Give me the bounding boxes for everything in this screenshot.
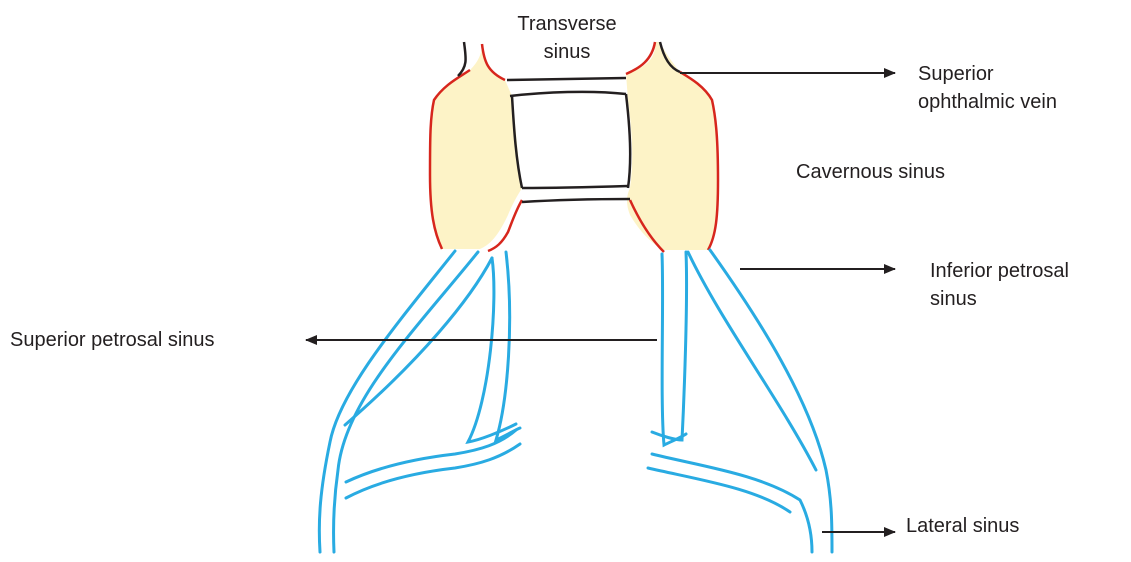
right-cavernous-outline [625, 41, 720, 253]
superior-ophthalmic-vein-label: Superior ophthalmic vein [918, 60, 1057, 116]
petrosal-vessels [317, 248, 834, 554]
left-cavernous-outline [428, 43, 524, 253]
right-cavernous-sinus [626, 42, 718, 250]
inferior-petrosal-sinus-line-2: sinus [930, 288, 977, 310]
transverse-sinus-line-2: sinus [543, 41, 591, 63]
cavernous-sinus-label: Cavernous sinus [796, 161, 945, 183]
right-ophthalmic-stub [658, 41, 681, 74]
transverse-sinus-line-1: Transverse [517, 13, 617, 35]
transverse-sinus-label: Transverse sinus [502, 10, 632, 66]
left-transverse-stub [457, 41, 467, 77]
intercavernous-connections [506, 76, 632, 204]
pointer-lines [305, 68, 896, 537]
inferior-petrosal-sinus-label: Inferior petrosal sinus [930, 257, 1069, 313]
left-cavernous-sinus [430, 44, 522, 249]
lateral-sinus-label: Lateral sinus [906, 515, 1020, 537]
superior-ophthalmic-vein-line-2: ophthalmic vein [918, 91, 1057, 113]
inferior-petrosal-sinus-line-1: Inferior petrosal [930, 260, 1069, 282]
superior-petrosal-sinus-label: Superior petrosal sinus [10, 329, 215, 351]
superior-ophthalmic-vein-line-1: Superior [918, 63, 994, 85]
